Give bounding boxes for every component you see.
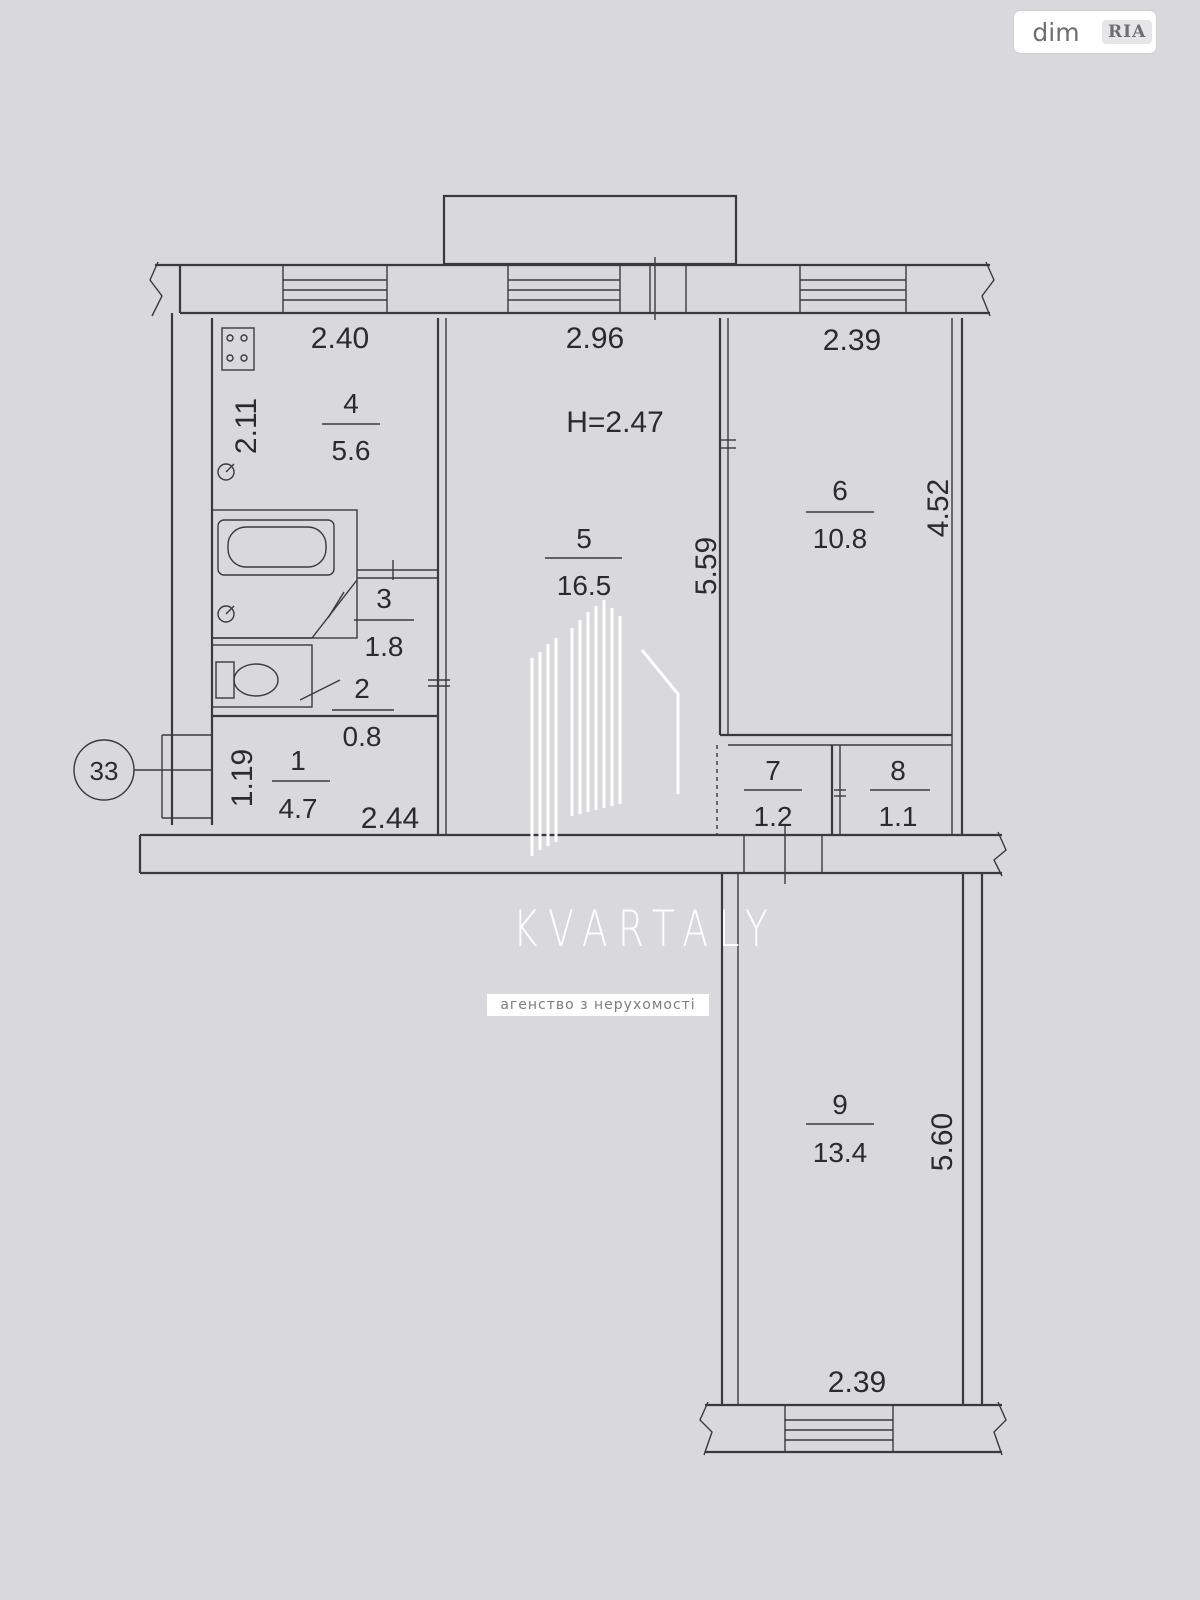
room-number: 4	[343, 388, 359, 419]
room-number: 5	[576, 523, 592, 554]
room-label-8: 8 1.1	[870, 755, 930, 832]
window-room6	[799, 264, 907, 314]
left-exterior-wall	[161, 313, 214, 825]
room-label-3: 3 1.8	[354, 583, 414, 662]
dim-room6-width: 2.39	[823, 324, 881, 357]
room-number: 6	[832, 475, 848, 506]
room-number: 8	[890, 755, 906, 786]
room-area: 16.5	[557, 570, 612, 601]
watermark-word: KVARTALY	[513, 900, 779, 958]
axis-marker-label: 33	[90, 756, 119, 786]
room-label-1: 1 4.7	[272, 745, 330, 824]
room-number: 2	[354, 673, 370, 704]
lower-wing	[699, 873, 1007, 1456]
room-area: 4.7	[279, 793, 318, 824]
bathroom-block	[211, 327, 450, 718]
room-number: 7	[765, 755, 781, 786]
room-area: 0.8	[343, 721, 382, 752]
badge-ria-logo: RIA	[1102, 20, 1153, 44]
dim-room6-length: 4.52	[922, 479, 955, 537]
room-label-2: 2 0.8	[332, 673, 394, 752]
room-area: 1.8	[365, 631, 404, 662]
dim-room9-length: 5.60	[926, 1113, 959, 1171]
room-label-4: 4 5.6	[322, 388, 380, 466]
dim-room9-width: 2.39	[828, 1366, 886, 1399]
balcony	[442, 194, 738, 266]
watermark-logo-icon	[530, 600, 680, 856]
dim-room5-length: 5.59	[690, 537, 723, 595]
room-number: 9	[832, 1089, 848, 1120]
dim-ria-badge: dim RIA	[1014, 11, 1156, 53]
room-label-7: 7 1.2	[744, 755, 802, 832]
room-label-5: 5 16.5	[545, 523, 622, 601]
dim-room1-length: 1.19	[226, 749, 259, 807]
room-area: 5.6	[332, 435, 371, 466]
window-room4	[282, 264, 388, 314]
room-number: 3	[376, 583, 392, 614]
corridor-wall	[138, 826, 1007, 884]
dim-room1-width: 2.44	[361, 802, 419, 835]
room-area: 13.4	[813, 1137, 868, 1168]
balcony-door	[649, 257, 687, 320]
dim-room4-width: 2.40	[311, 322, 369, 355]
watermark-subtitle: агенство з нерухомості	[487, 994, 709, 1016]
room-area: 1.2	[754, 801, 793, 832]
room-area: 10.8	[813, 523, 868, 554]
room-area: 1.1	[879, 801, 918, 832]
dim-room5-width: 2.96	[566, 322, 624, 355]
room-label-9: 9 13.4	[806, 1089, 874, 1168]
room-number: 1	[290, 745, 306, 776]
window-room5	[507, 264, 621, 314]
ceiling-height: H=2.47	[566, 406, 664, 439]
dim-room4-length: 2.11	[230, 398, 263, 454]
partition-walls	[436, 318, 952, 835]
badge-dim-text: dim	[1032, 17, 1080, 47]
room-label-6: 6 10.8	[806, 475, 874, 554]
top-exterior-wall	[149, 261, 995, 317]
